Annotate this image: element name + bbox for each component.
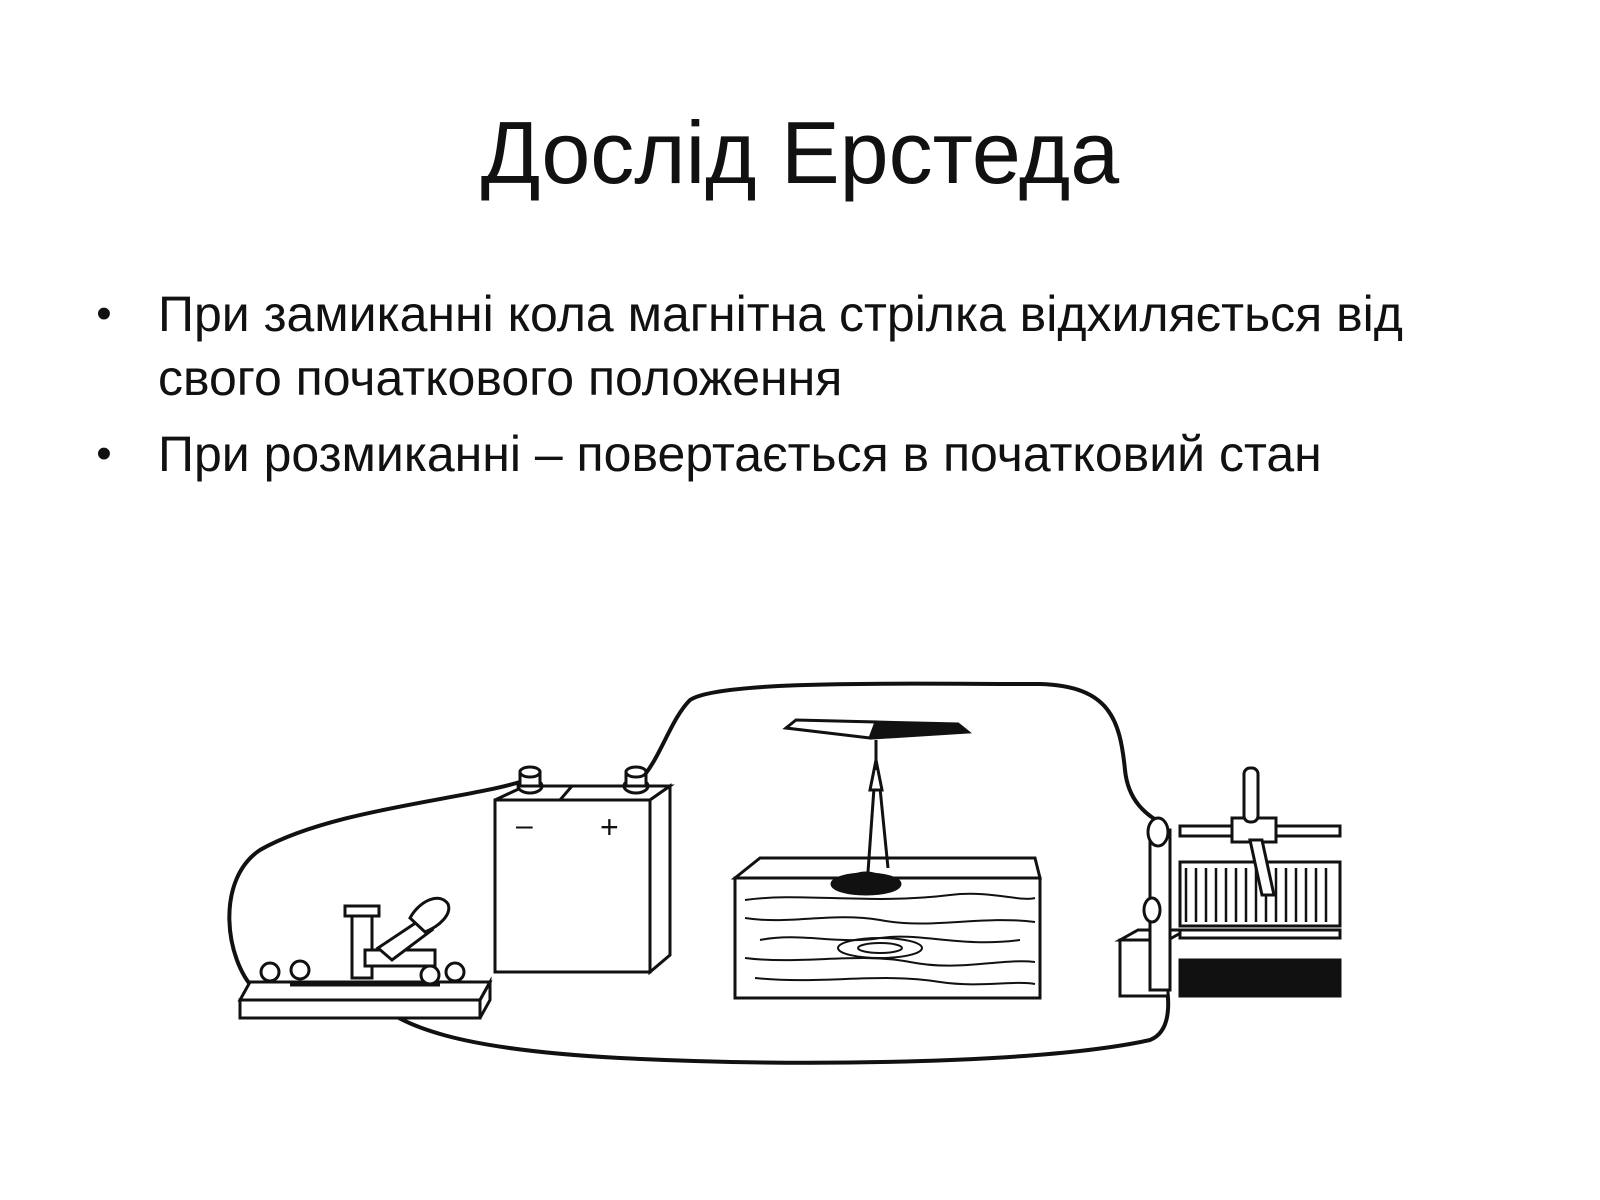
bullet-text: При розмиканні – повертається в початков… — [158, 426, 1322, 482]
switch-icon — [237, 896, 493, 1020]
slide-title: Дослід Ерстеда — [480, 103, 1120, 202]
bullet-text: При замиканні кола магнітна стрілка відх… — [158, 286, 1403, 406]
battery-minus-label: – — [516, 809, 533, 842]
battery-icon: – + — [493, 765, 675, 976]
bullet-item: • При замиканні кола магнітна стрілка ві… — [92, 282, 1532, 410]
compass-needle-icon — [782, 718, 972, 896]
bullet-list: • При замиканні кола магнітна стрілка ві… — [92, 282, 1532, 498]
battery-plus-label: + — [600, 809, 619, 845]
bullet-dot: • — [96, 429, 112, 478]
rheostat-icon — [1114, 766, 1342, 998]
bullet-item: • При розмиканні – повертається в початк… — [92, 422, 1532, 486]
bullet-dot: • — [96, 289, 112, 338]
